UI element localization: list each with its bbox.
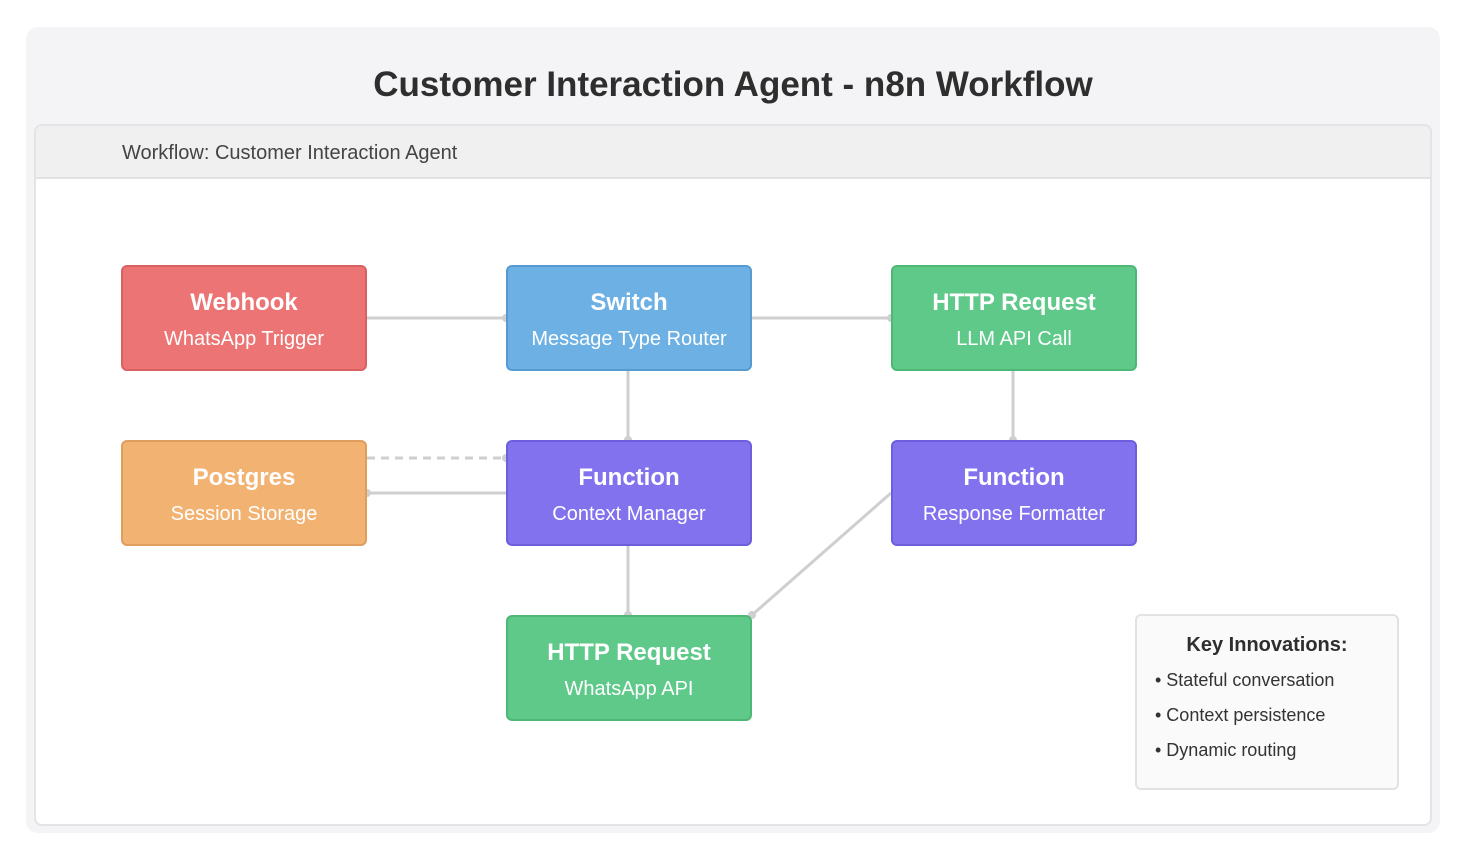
legend-item: • Stateful conversation [1155,670,1335,690]
node-http-whatsapp[interactable]: HTTP Request WhatsApp API [506,615,752,721]
diagram-title: Customer Interaction Agent - n8n Workflo… [373,65,1093,104]
node-title: Function [578,464,680,491]
node-http-llm[interactable]: HTTP Request LLM API Call [891,265,1137,371]
edge-formatter-http-wa [751,491,892,617]
node-subtitle: Context Manager [552,503,706,525]
node-switch[interactable]: Switch Message Type Router [506,265,752,371]
node-title: HTTP Request [547,639,711,666]
workflow-header: Workflow: Customer Interaction Agent [36,126,1430,179]
node-subtitle: WhatsApp API [564,678,694,700]
legend-title: Key Innovations: [1186,634,1348,656]
node-title: HTTP Request [932,289,1096,316]
node-postgres[interactable]: Postgres Session Storage [121,440,367,546]
node-subtitle: WhatsApp Trigger [163,328,325,350]
legend-item: • Context persistence [1155,705,1326,725]
legend-box: Key Innovations: • Stateful conversation… [1135,614,1399,790]
node-title: Function [963,464,1065,491]
node-subtitle: Response Formatter [922,503,1106,525]
node-title: Webhook [190,289,298,316]
node-title: Postgres [192,464,296,491]
node-context-manager[interactable]: Function Context Manager [506,440,752,546]
node-webhook[interactable]: Webhook WhatsApp Trigger [121,265,367,371]
workflow-label: Workflow: Customer Interaction Agent [122,142,458,164]
node-subtitle: LLM API Call [956,328,1072,350]
node-title: Switch [590,289,668,316]
node-response-formatter[interactable]: Function Response Formatter [891,440,1137,546]
node-subtitle: Session Storage [170,503,318,525]
node-subtitle: Message Type Router [531,328,727,350]
legend-item: • Dynamic routing [1155,740,1297,760]
